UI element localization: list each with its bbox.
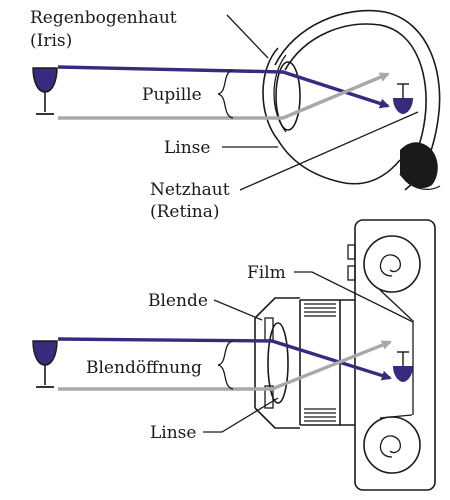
aperture-opening-label: Blendöffnung: [86, 358, 202, 378]
eye-ray-purple: [57, 65, 390, 109]
film-spool-top: [363, 235, 421, 293]
aperture-label: Blende: [148, 291, 208, 311]
camera-knob-2: [347, 265, 356, 281]
film-spool-top-curl: [379, 254, 401, 277]
camera-ray-gray: [58, 340, 392, 391]
camera-lens-label: Linse: [150, 423, 196, 443]
camera-lens-leader-line: [203, 397, 279, 433]
film-spool-bottom: [363, 416, 421, 474]
camera-body: [354, 219, 436, 491]
film-strip-top: [379, 289, 413, 321]
eyeball-lower-outline: [277, 139, 401, 185]
retina-image-glass: [393, 83, 413, 114]
camera-ray-purple: [57, 337, 392, 381]
camera-knob-1: [347, 244, 356, 260]
eye-illustration: [262, 9, 441, 191]
film-image-glass: [393, 351, 413, 382]
aperture-blade-top: [264, 317, 274, 341]
optic-nerve-fibers: [404, 179, 441, 191]
film-label: Film: [247, 263, 286, 283]
wine-glass-camera: [32, 340, 58, 388]
pupil-brace: [217, 69, 234, 119]
camera-lens-element: [267, 322, 289, 404]
aperture-housing: [254, 297, 300, 429]
optic-nerve: [400, 142, 438, 189]
retina-leader-line: [239, 111, 419, 191]
iris-label-line1: Regenbogenhaut: [30, 8, 177, 28]
iris-leader-line: [226, 14, 269, 59]
aperture-leader-line: [213, 299, 263, 321]
eye-lens-label: Linse: [164, 138, 210, 158]
camera-illustration: [254, 219, 436, 491]
film-spool-bottom-curl: [379, 435, 401, 458]
film-leader-line: [294, 271, 414, 323]
eye-ray-gray: [58, 72, 390, 120]
aperture-opening-brace: [217, 340, 234, 390]
wine-glass-eye: [32, 67, 58, 115]
iris-label-line2: (Iris): [30, 31, 72, 51]
pupil-label: Pupille: [142, 85, 202, 105]
film-strip-bottom: [379, 414, 413, 419]
retina-label-line2: (Retina): [150, 202, 219, 222]
eye-lens: [275, 61, 301, 131]
retina-label-line1: Netzhaut: [150, 180, 230, 200]
lens-barrel-outline: [300, 299, 355, 426]
cornea: [262, 47, 279, 141]
